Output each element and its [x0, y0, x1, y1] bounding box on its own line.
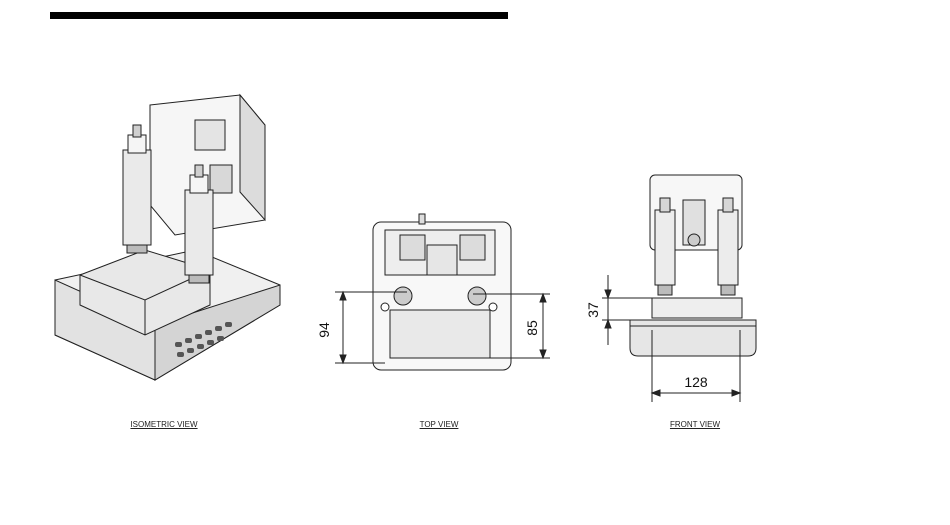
front-view-caption: FRONT VIEW	[670, 420, 720, 429]
title-rule	[50, 12, 508, 19]
top-view-drawing: 94 85	[315, 210, 560, 380]
top-view-dim-94: 94	[316, 322, 332, 338]
front-view-dim-128: 128	[684, 374, 708, 390]
isometric-view-drawing	[45, 80, 295, 390]
top-view-dim-85: 85	[524, 320, 540, 336]
top-view-caption: TOP VIEW	[420, 420, 459, 429]
isometric-view-caption: ISOMETRIC VIEW	[130, 420, 197, 429]
front-view-dim-37: 37	[585, 302, 601, 318]
front-view-drawing: 37 128	[580, 170, 780, 405]
